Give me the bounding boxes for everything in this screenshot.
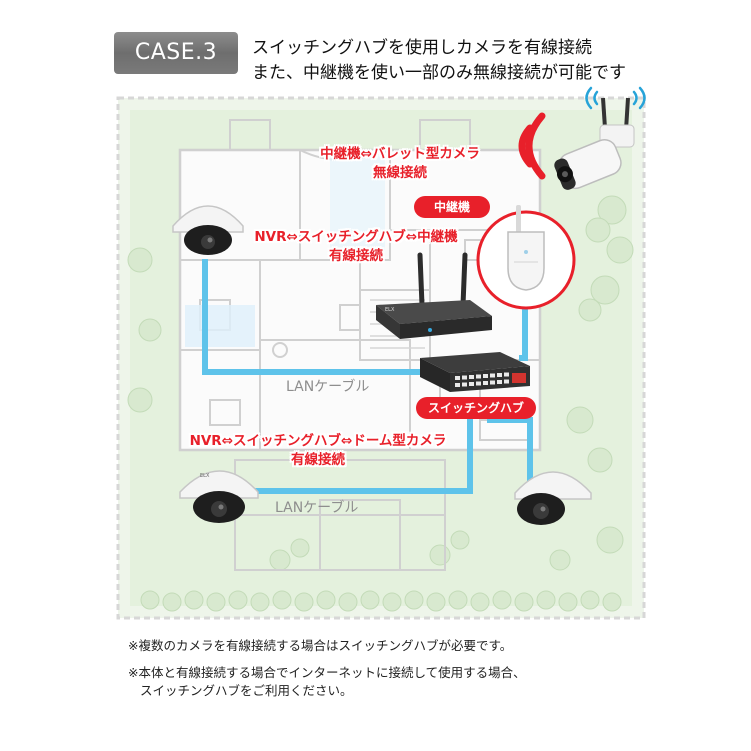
dome-camera-bottom-left [179, 470, 259, 523]
annotation-repeater-bullet-line1: 中継機⇔バレット型カメラ [320, 146, 480, 162]
annotation-nvr-dome-line1: NVR⇔スイッチングハブ⇔ドーム型カメラ [189, 433, 447, 449]
switching-hub-pill: スイッチングハブ [416, 397, 536, 419]
annotation-repeater-bullet-line2: 無線接続 [373, 165, 427, 181]
switching-hub [420, 352, 530, 392]
nvr-logo: ELX [385, 307, 395, 313]
lan-cable-label-upper: LANケーブル [286, 379, 370, 395]
bullet-camera [554, 86, 646, 190]
footnote-2-line2: スイッチングハブをご利用ください。 [140, 683, 353, 698]
repeater-device [507, 205, 545, 291]
annotation-nvr-dome: NVR⇔スイッチングハブ⇔ドーム型カメラ 有線接続 [168, 432, 468, 470]
shrubs [127, 195, 634, 612]
annotation-nvr-repeater-line1: NVR⇔スイッチングハブ⇔中継機 [254, 229, 458, 245]
annotation-nvr-dome-line2: 有線接続 [291, 452, 345, 468]
case-label-badge: CASE.3 [114, 32, 238, 74]
dome-camera-top [172, 205, 244, 255]
cable-dome-top [202, 259, 423, 375]
dome-camera-bottom-right [514, 471, 592, 525]
bathroom-tint [185, 305, 255, 347]
headline-line-2: また、中継機を使い一部のみ無線接続が可能です [252, 63, 626, 83]
headline-line-1: スイッチングハブを使用しカメラを有線接続 [252, 38, 592, 58]
camera-logo: ELX [200, 473, 210, 479]
wifi-signal-icon [518, 112, 546, 180]
lan-cable-label-lower: LANケーブル [275, 500, 359, 516]
nvr-recorder [376, 252, 492, 339]
annotation-repeater-bullet: 中継機⇔バレット型カメラ 無線接続 [305, 145, 495, 183]
repeater-pill: 中継機 [414, 196, 490, 218]
room-tint [330, 155, 385, 250]
cable-dome-bottom [249, 417, 473, 494]
footnote-2-line1: ※本体と有線接続する場合でインターネットに接続して使用する場合、 [128, 665, 526, 680]
annotation-nvr-repeater: NVR⇔スイッチングハブ⇔中継機 有線接続 [240, 228, 472, 266]
annotation-nvr-repeater-line2: 有線接続 [329, 248, 383, 264]
footnote-1: ※複数のカメラを有線接続する場合はスイッチングハブが必要です。 [128, 638, 513, 653]
fence [116, 96, 646, 620]
